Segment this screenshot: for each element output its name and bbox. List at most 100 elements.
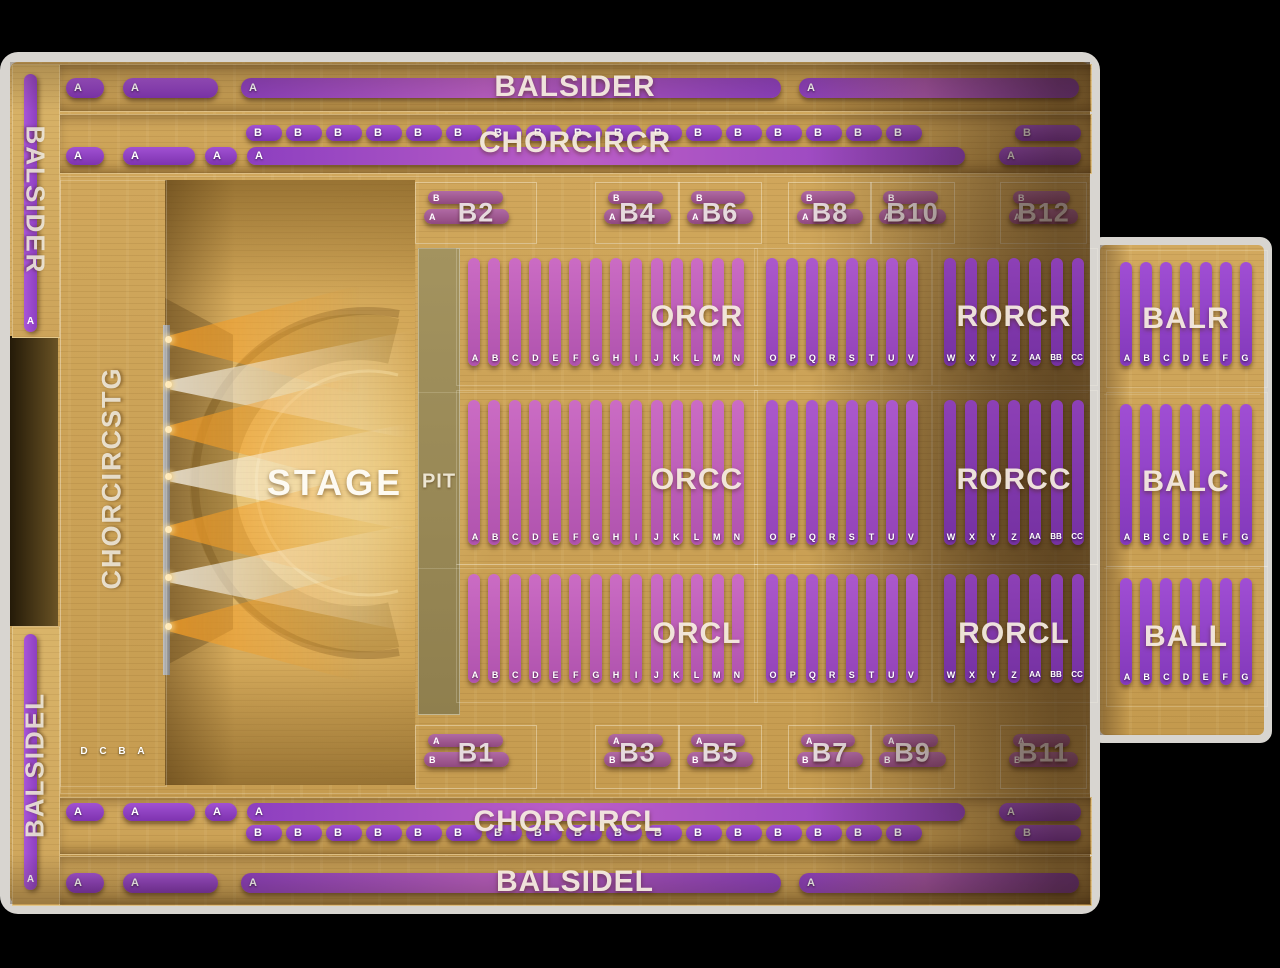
seat-column-bar[interactable]: [549, 400, 562, 545]
seat-row-bar[interactable]: B: [886, 125, 922, 141]
seat-column-bar[interactable]: [630, 258, 643, 366]
seat-column-bar[interactable]: [886, 258, 898, 366]
seat-column-bar[interactable]: [488, 400, 501, 545]
seat-column-bar[interactable]: [846, 258, 858, 366]
seat-column-bar[interactable]: [1140, 578, 1152, 685]
seat-row-bar[interactable]: B: [886, 825, 922, 841]
seat-column-bar[interactable]: [1200, 578, 1212, 685]
seat-column-bar[interactable]: [1071, 574, 1084, 683]
seat-column-bar[interactable]: [866, 574, 878, 683]
seat-row-bar[interactable]: A: [123, 803, 195, 821]
seat-column-bar[interactable]: [610, 400, 623, 545]
seat-column-bar[interactable]: [826, 258, 838, 366]
seat-row-bar[interactable]: A: [66, 873, 104, 893]
seat-row-bar[interactable]: B: [246, 825, 282, 841]
seat-row-bar[interactable]: B: [406, 125, 442, 141]
seat-column-bar[interactable]: [766, 258, 778, 366]
seat-row-bar[interactable]: B: [766, 825, 802, 841]
seat-column-bar[interactable]: [1220, 578, 1232, 685]
seat-column-bar[interactable]: [806, 574, 818, 683]
seat-column-bar[interactable]: [906, 400, 918, 545]
seat-column-bar[interactable]: [1200, 404, 1212, 545]
seat-column-bar[interactable]: [826, 574, 838, 683]
seat-row-bar[interactable]: B: [246, 125, 282, 141]
seat-row-bar[interactable]: B: [846, 125, 882, 141]
seat-column-bar[interactable]: [866, 400, 878, 545]
seat-row-bar[interactable]: A: [66, 78, 104, 98]
seat-column-bar[interactable]: [488, 574, 501, 683]
seat-column-bar[interactable]: [508, 400, 521, 545]
seat-column-bar[interactable]: [1220, 404, 1232, 545]
seat-column-bar[interactable]: [1160, 578, 1172, 685]
seat-column-bar[interactable]: [786, 400, 798, 545]
seat-column-bar[interactable]: [1120, 578, 1132, 685]
seat-column-bar[interactable]: [569, 258, 582, 366]
seat-column-bar[interactable]: [846, 574, 858, 683]
seat-column-bar[interactable]: [1180, 578, 1192, 685]
seat-column-bar[interactable]: [1240, 404, 1252, 545]
seat-column-bar[interactable]: [1240, 578, 1252, 685]
seat-row-bar[interactable]: B: [766, 125, 802, 141]
seat-column-bar[interactable]: [589, 574, 602, 683]
seat-row-bar[interactable]: B: [726, 125, 762, 141]
seat-column-bar[interactable]: [569, 400, 582, 545]
seat-column-bar[interactable]: [1071, 400, 1084, 545]
seat-row-bar[interactable]: B: [366, 125, 402, 141]
seat-column-bar[interactable]: [549, 574, 562, 683]
seat-column-bar[interactable]: [886, 400, 898, 545]
seat-column-bar[interactable]: [944, 574, 956, 683]
seat-row-bar[interactable]: A: [999, 803, 1081, 821]
seat-row-bar[interactable]: B: [286, 125, 322, 141]
seat-row-bar[interactable]: B: [366, 825, 402, 841]
seat-column-bar[interactable]: [786, 574, 798, 683]
seat-row-bar[interactable]: B: [726, 825, 762, 841]
seat-row-bar[interactable]: A: [799, 873, 1079, 893]
seat-column-bar[interactable]: [906, 258, 918, 366]
seat-column-bar[interactable]: [589, 400, 602, 545]
seat-column-bar[interactable]: [886, 574, 898, 683]
seat-column-bar[interactable]: [766, 400, 778, 545]
seat-row-bar[interactable]: B: [1015, 125, 1081, 141]
seat-column-bar[interactable]: [1240, 262, 1252, 366]
seat-column-bar[interactable]: [610, 574, 623, 683]
seat-column-bar[interactable]: [630, 400, 643, 545]
seat-column-bar[interactable]: [528, 258, 541, 366]
seat-column-bar[interactable]: [1071, 258, 1084, 366]
seat-column-bar[interactable]: [1120, 262, 1132, 366]
seat-column-bar[interactable]: [1140, 262, 1152, 366]
seat-column-bar[interactable]: [488, 258, 501, 366]
seat-row-bar[interactable]: A: [205, 147, 237, 165]
seat-column-bar[interactable]: [528, 574, 541, 683]
seat-row-bar[interactable]: B: [286, 825, 322, 841]
seat-row-bar[interactable]: B: [406, 825, 442, 841]
seat-column-bar[interactable]: [786, 258, 798, 366]
seat-row-bar[interactable]: A: [999, 147, 1081, 165]
seat-row-bar[interactable]: B: [806, 825, 842, 841]
seat-row-bar[interactable]: B: [686, 825, 722, 841]
seat-row-bar[interactable]: B: [846, 825, 882, 841]
seat-column-bar[interactable]: [1180, 404, 1192, 545]
seat-column-bar[interactable]: [610, 258, 623, 366]
seat-column-bar[interactable]: [1220, 262, 1232, 366]
seat-column-bar[interactable]: [866, 258, 878, 366]
seat-column-bar[interactable]: [508, 574, 521, 683]
seat-column-bar[interactable]: [1200, 262, 1212, 366]
seat-row-bar[interactable]: B: [446, 125, 482, 141]
seat-column-bar[interactable]: [1180, 262, 1192, 366]
seat-row-bar[interactable]: A: [66, 147, 104, 165]
seat-column-bar[interactable]: [589, 258, 602, 366]
seat-row-bar[interactable]: A: [799, 78, 1079, 98]
seat-column-bar[interactable]: [944, 400, 956, 545]
seat-row-bar[interactable]: B: [686, 125, 722, 141]
seat-row-bar[interactable]: B: [806, 125, 842, 141]
seat-row-bar[interactable]: A: [123, 873, 218, 893]
seat-column-bar[interactable]: [766, 574, 778, 683]
seat-column-bar[interactable]: [906, 574, 918, 683]
seat-column-bar[interactable]: [1120, 404, 1132, 545]
seat-row-bar[interactable]: B: [326, 125, 362, 141]
seat-column-bar[interactable]: [806, 400, 818, 545]
seat-column-bar[interactable]: [508, 258, 521, 366]
seat-column-bar[interactable]: [569, 574, 582, 683]
seat-column-bar[interactable]: [1140, 404, 1152, 545]
seat-column-bar[interactable]: [549, 258, 562, 366]
